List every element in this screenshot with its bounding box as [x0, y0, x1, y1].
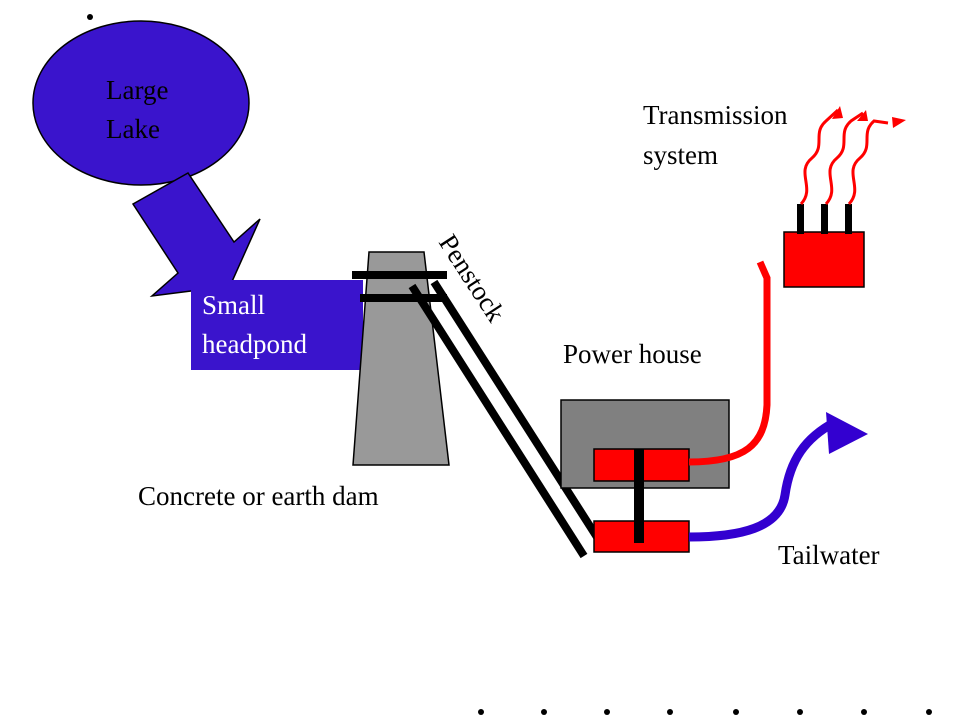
penstock-intake — [352, 271, 447, 302]
penstock-pipe — [408, 279, 606, 559]
headpond-label-line1: Small — [202, 290, 265, 320]
lake-label-line1: Large — [106, 75, 168, 105]
tailwater-flow — [688, 418, 838, 542]
shaft — [634, 449, 644, 543]
lake-label-line2: Lake — [106, 114, 160, 144]
transmission-label-line1: Transmission — [643, 100, 788, 130]
transformer-terminals — [797, 204, 852, 234]
transmission-lines — [799, 108, 889, 206]
powerhouse-label: Power house — [563, 339, 702, 369]
slide-dots — [87, 14, 932, 715]
inflow-arrow — [131, 172, 261, 298]
large-lake — [32, 20, 250, 186]
dam-label: Concrete or earth dam — [138, 481, 379, 511]
headpond-label-line2: headpond — [202, 329, 307, 359]
transformer — [783, 231, 865, 288]
transmission-arrowheads — [832, 106, 906, 128]
transmission-label-line2: system — [643, 140, 718, 170]
small-headpond — [191, 280, 363, 370]
tailwater-label: Tailwater — [778, 540, 880, 570]
tailwater-arrowhead — [826, 412, 868, 454]
power-line — [688, 260, 771, 466]
